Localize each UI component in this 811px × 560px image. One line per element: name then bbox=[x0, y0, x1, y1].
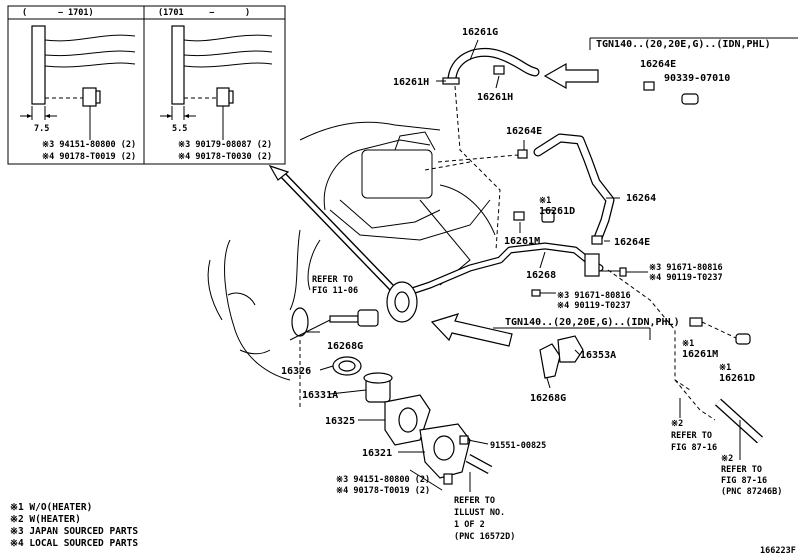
legend-item: ※1 W/O(HEATER) bbox=[10, 502, 92, 513]
pipe-flange-right bbox=[171, 25, 185, 105]
inset-pointer-arrow bbox=[268, 164, 395, 291]
clamp-16264E-mid bbox=[517, 149, 528, 159]
clamp-16261M-upper bbox=[513, 211, 525, 221]
refer-fig87a-line1: ※2 bbox=[671, 419, 683, 429]
nut-icon-right bbox=[216, 87, 230, 107]
gasket-16268G-right bbox=[539, 343, 561, 379]
refer-fig87b-line1: ※2 bbox=[721, 454, 733, 464]
refer-fig11-line2: FIG 11-06 bbox=[312, 286, 358, 296]
cap-90339-07010 bbox=[681, 93, 699, 105]
legend-item: ※2 W(HEATER) bbox=[10, 514, 81, 525]
plug-16261D-upper bbox=[541, 209, 555, 223]
throttle-flange bbox=[386, 281, 418, 323]
hose-16264 bbox=[533, 133, 615, 243]
refer-fig87b-line4: (PNC 87246B) bbox=[721, 487, 782, 497]
label-91671-80816-right: ※3 91671-80816 bbox=[649, 263, 723, 273]
label-91551-00825: 91551-00825 bbox=[490, 441, 546, 451]
label-16353A: 16353A bbox=[580, 350, 616, 361]
label-16261H-left: 16261H bbox=[393, 77, 429, 88]
label-91671-80816-center: ※3 91671-80816 bbox=[557, 291, 631, 301]
label-16268G-left: 16268G bbox=[327, 341, 363, 352]
label-94151-80800: ※3 94151-80800 (2) bbox=[336, 475, 430, 485]
refer-fig87b-line2: REFER TO bbox=[721, 465, 762, 475]
refer-illust-line1: REFER TO bbox=[454, 496, 495, 506]
label-16261D-lower: 16261D bbox=[719, 373, 755, 384]
bolt-91551-00825 bbox=[459, 435, 469, 445]
label-16321: 16321 bbox=[362, 448, 392, 459]
inset-right-drawing bbox=[160, 25, 273, 140]
heater-route-1 bbox=[607, 269, 691, 391]
label-note1-lower-2: ※1 bbox=[719, 363, 731, 373]
inset-right-dimension: 5.5 bbox=[172, 124, 187, 134]
water-inlet-group bbox=[289, 307, 493, 485]
label-16268: 16268 bbox=[526, 270, 556, 281]
label-16261D-upper: 16261D bbox=[539, 206, 575, 217]
inset-right-line-1: ※3 90179-08087 (2) bbox=[178, 140, 272, 150]
refer-illust-line3: 1 OF 2 bbox=[454, 520, 485, 530]
refer-illust-line4: (PNC 16572D) bbox=[454, 532, 515, 542]
label-90178-T0019: ※4 90178-T0019 (2) bbox=[336, 486, 430, 496]
label-90119-T0237-center: ※4 90119-T0237 bbox=[557, 301, 631, 311]
legend: ※1 W/O(HEATER) ※2 W(HEATER) ※3 JAPAN SOU… bbox=[10, 502, 138, 549]
inset-left-header: ( − 1701) bbox=[22, 8, 94, 18]
bolt-91671-right bbox=[619, 267, 627, 277]
label-note1-lower: ※1 bbox=[682, 339, 694, 349]
label-16325: 16325 bbox=[325, 416, 355, 427]
stud-bolt bbox=[329, 315, 359, 323]
clamp-16264E-top bbox=[643, 81, 655, 91]
label-16264E-top: 16264E bbox=[640, 59, 676, 70]
cover-16353A bbox=[557, 335, 584, 363]
clamp-16261H-right bbox=[493, 65, 505, 75]
refer-fig11-line1: REFER TO bbox=[312, 275, 353, 285]
inset-left-drawing bbox=[20, 25, 136, 140]
label-16261H-right: 16261H bbox=[477, 92, 513, 103]
variant-header-top: TGN140..(20,20E,G)..(IDN,PHL) bbox=[596, 39, 771, 50]
figure-id: 166223F bbox=[760, 546, 796, 556]
variant-header-mid: TGN140..(20,20E,G)..(IDN,PHL) bbox=[505, 317, 680, 328]
inset-left-line-1: ※3 94151-80800 (2) bbox=[42, 140, 136, 150]
plug-16261D-lower bbox=[735, 333, 751, 345]
label-16264: 16264 bbox=[626, 193, 656, 204]
bolt-91671-center bbox=[531, 289, 541, 297]
gasket-16268G-left bbox=[291, 307, 309, 337]
nut-icon-left bbox=[82, 87, 97, 107]
direction-arrow-mid bbox=[430, 313, 513, 347]
legend-item: ※3 JAPAN SOURCED PARTS bbox=[10, 526, 138, 537]
label-16261M-upper: 16261M bbox=[504, 236, 540, 247]
label-90119-T0237-right: ※4 90119-T0237 bbox=[649, 273, 723, 283]
clamp-16261M-lower bbox=[689, 317, 703, 327]
leader-lines bbox=[299, 37, 798, 492]
label-note1-upper: ※1 bbox=[539, 196, 551, 206]
inset-frame bbox=[7, 5, 286, 165]
pipe-flange-left bbox=[31, 25, 46, 105]
refer-fig87b-line3: FIG 87-16 bbox=[721, 476, 767, 486]
hose-16261G bbox=[447, 47, 540, 83]
label-16326: 16326 bbox=[281, 366, 311, 377]
refer-illust-line2: ILLUST NO. bbox=[454, 508, 505, 518]
refer-fig87a-line2: REFER TO bbox=[671, 431, 712, 441]
label-16261G: 16261G bbox=[462, 27, 498, 38]
inset-right-header: (1701 − ) bbox=[158, 8, 250, 18]
label-16264E-mid: 16264E bbox=[506, 126, 542, 137]
leader-hose-top bbox=[454, 85, 501, 251]
inset-left-line-2: ※4 90178-T0019 (2) bbox=[42, 152, 136, 162]
label-16261M-lower: 16261M bbox=[682, 349, 718, 360]
inset-right-line-2: ※4 90178-T0030 (2) bbox=[178, 152, 272, 162]
pipe-16268 bbox=[396, 242, 604, 299]
clamp-16264E-low bbox=[591, 235, 603, 245]
label-16331A: 16331A bbox=[302, 390, 338, 401]
engine-outline bbox=[207, 121, 496, 381]
inset-left-dimension: 7.5 bbox=[34, 124, 49, 134]
label-90339-07010: 90339-07010 bbox=[664, 73, 730, 84]
direction-arrow-top bbox=[543, 62, 599, 90]
label-16264E-low: 16264E bbox=[614, 237, 650, 248]
inset-group: ( − 1701) (1701 − ) 7.5 ※3 94151-80800 (… bbox=[7, 5, 286, 165]
refer-fig87a-line3: FIG 87-16 bbox=[671, 443, 717, 453]
legend-item: ※4 LOCAL SOURCED PARTS bbox=[10, 538, 138, 549]
label-16268G-right: 16268G bbox=[530, 393, 566, 404]
